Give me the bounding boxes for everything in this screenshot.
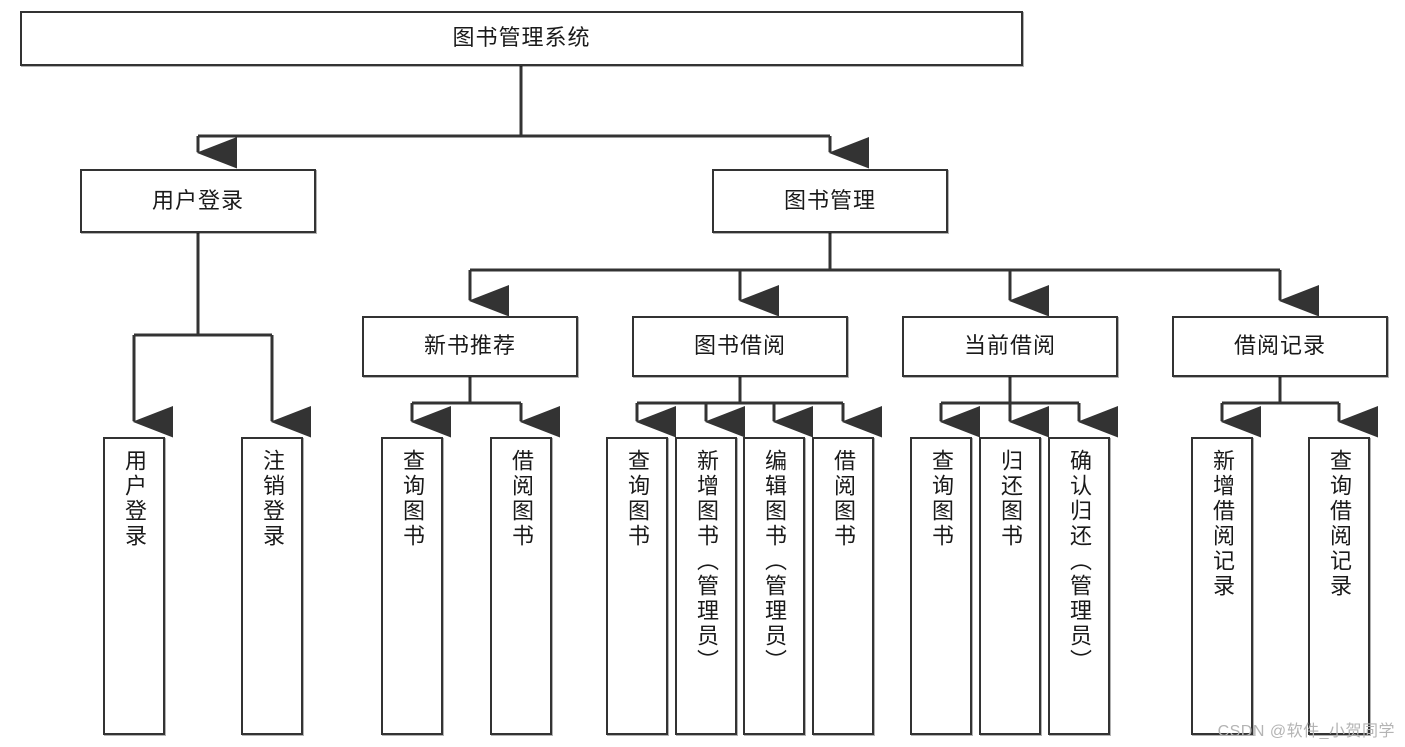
node-book-borrow[interactable]: 图书借阅 — [632, 316, 848, 377]
node-new-book-recommend[interactable]: 新书推荐 — [362, 316, 578, 377]
leaf-edit-book-admin-label: 编辑图书（管理员） — [761, 449, 787, 674]
leaf-query-borrow-record[interactable]: 查询借阅记录 — [1308, 437, 1370, 735]
csdn-watermark: CSDN @软件_小贺同学 — [1217, 723, 1395, 740]
leaf-confirm-return-admin-label: 确认归还（管理员） — [1066, 449, 1092, 674]
leaf-borrow-book-1[interactable]: 借阅图书 — [490, 437, 552, 735]
leaf-logout-label: 注销登录 — [259, 449, 285, 549]
node-new-book-recommend-label: 新书推荐 — [423, 333, 516, 359]
node-root-label: 图书管理系统 — [452, 25, 591, 51]
node-current-borrow-label: 当前借阅 — [963, 333, 1056, 359]
node-book-manage-label: 图书管理 — [783, 187, 876, 213]
leaf-query-book-3[interactable]: 查询图书 — [910, 437, 972, 735]
node-book-manage[interactable]: 图书管理 — [712, 169, 948, 233]
leaf-return-book[interactable]: 归还图书 — [979, 437, 1041, 735]
leaf-add-borrow-record[interactable]: 新增借阅记录 — [1191, 437, 1253, 735]
leaf-query-book-1[interactable]: 查询图书 — [381, 437, 443, 735]
leaf-query-book-1-label: 查询图书 — [399, 449, 425, 549]
leaf-borrow-book-2-label: 借阅图书 — [830, 449, 856, 549]
node-borrow-record[interactable]: 借阅记录 — [1172, 316, 1388, 377]
node-user-login[interactable]: 用户登录 — [80, 169, 316, 233]
node-user-login-label: 用户登录 — [151, 187, 244, 213]
leaf-return-book-label: 归还图书 — [997, 449, 1023, 549]
leaf-query-book-2[interactable]: 查询图书 — [606, 437, 668, 735]
leaf-add-book-admin[interactable]: 新增图书（管理员） — [675, 437, 737, 735]
node-current-borrow[interactable]: 当前借阅 — [902, 316, 1118, 377]
leaf-confirm-return-admin[interactable]: 确认归还（管理员） — [1048, 437, 1110, 735]
node-book-borrow-label: 图书借阅 — [693, 333, 786, 359]
leaf-user-login-label: 用户登录 — [121, 449, 147, 549]
leaf-logout[interactable]: 注销登录 — [241, 437, 303, 735]
leaf-borrow-book-1-label: 借阅图书 — [508, 449, 534, 549]
leaf-add-book-admin-label: 新增图书（管理员） — [693, 449, 719, 674]
leaf-query-borrow-record-label: 查询借阅记录 — [1326, 449, 1352, 599]
leaf-borrow-book-2[interactable]: 借阅图书 — [812, 437, 874, 735]
leaf-add-borrow-record-label: 新增借阅记录 — [1209, 449, 1235, 599]
leaf-edit-book-admin[interactable]: 编辑图书（管理员） — [743, 437, 805, 735]
node-borrow-record-label: 借阅记录 — [1233, 333, 1326, 359]
leaf-user-login[interactable]: 用户登录 — [103, 437, 165, 735]
leaf-query-book-2-label: 查询图书 — [624, 449, 650, 549]
leaf-query-book-3-label: 查询图书 — [928, 449, 954, 549]
node-root[interactable]: 图书管理系统 — [20, 11, 1023, 66]
